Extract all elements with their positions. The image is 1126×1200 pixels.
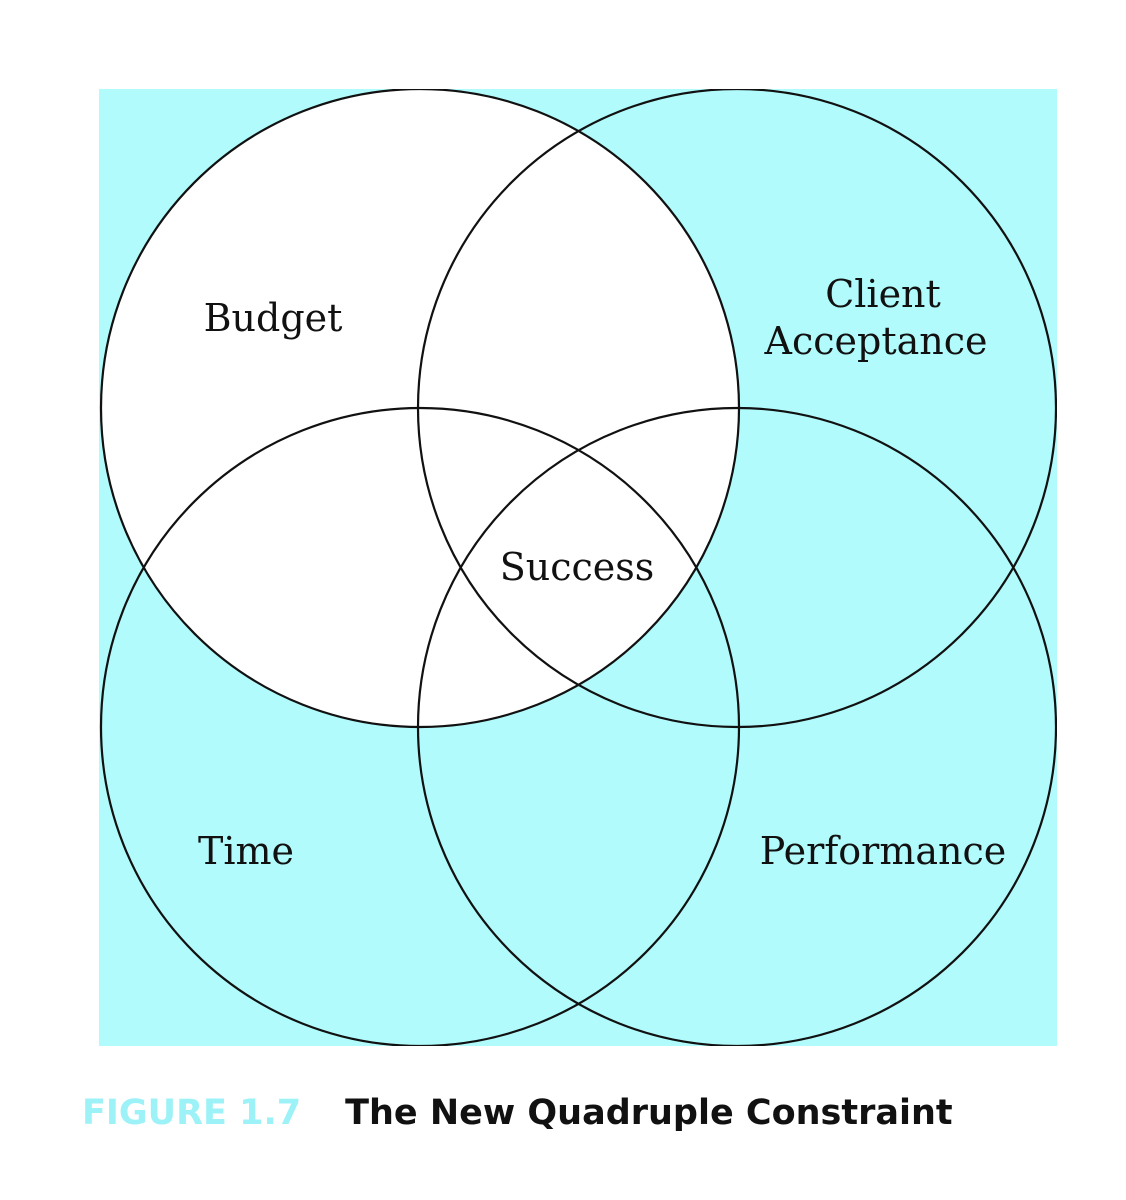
performance-circle <box>416 406 1057 1046</box>
time-label: Time <box>198 829 294 873</box>
caption-title: The New Quadruple Constraint <box>345 1093 953 1133</box>
success-label: Success <box>500 545 655 589</box>
figure-caption: FIGURE 1.7 The New Quadruple Constraint <box>82 1086 953 1140</box>
budget-label: Budget <box>204 296 343 340</box>
client-label: Client <box>825 272 941 316</box>
acceptance-label: Acceptance <box>764 319 988 363</box>
time-circle <box>99 406 741 1046</box>
caption-number: FIGURE 1.7 <box>82 1093 302 1133</box>
performance-label: Performance <box>760 829 1007 873</box>
